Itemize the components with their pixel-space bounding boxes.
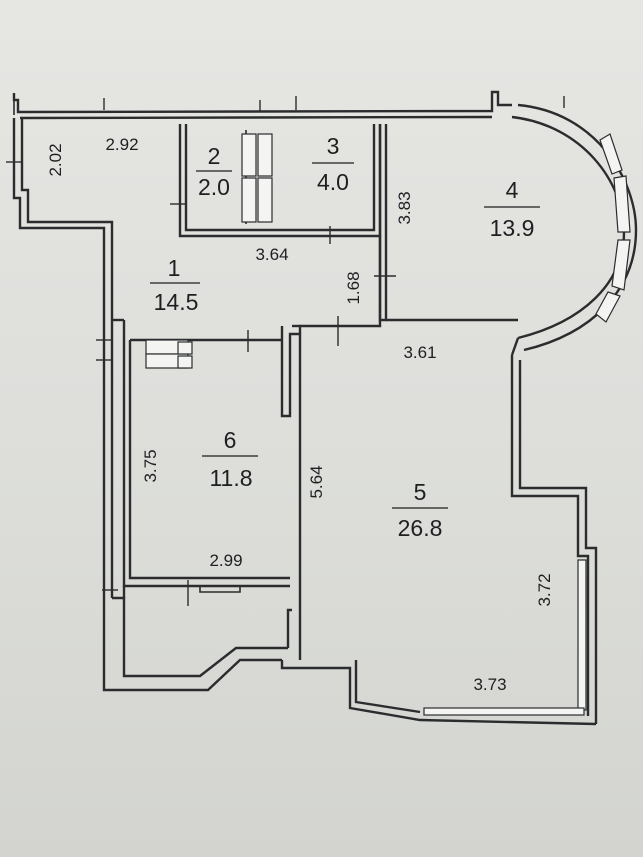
room-label-2: 2 2.0 [196, 143, 232, 200]
wall-markers [6, 96, 565, 606]
room-label-3: 3 4.0 [312, 133, 354, 195]
room-area: 13.9 [490, 215, 535, 241]
dimension-3-72: 3.72 [535, 573, 554, 606]
room-area: 11.8 [209, 465, 252, 491]
dimension-5-64: 5.64 [307, 465, 326, 498]
dimension-3-64: 3.64 [255, 245, 288, 264]
outer-walls [12, 90, 638, 726]
room-label-6: 6 11.8 [202, 427, 258, 491]
closet-units [145, 133, 273, 369]
room-area: 26.8 [398, 515, 443, 541]
room-number: 6 [224, 427, 237, 453]
room-label-1: 1 14.5 [150, 255, 200, 315]
room-number: 4 [506, 177, 519, 203]
dimension-labels: 2.02 2.92 3.64 1.68 3.83 3.61 3.75 5.64 … [46, 135, 554, 694]
bay-window-room-4 [595, 133, 631, 323]
room-number: 5 [414, 479, 427, 505]
dimension-3-83: 3.83 [395, 191, 414, 224]
room-area: 4.0 [317, 169, 349, 195]
room-label-5: 5 26.8 [392, 479, 448, 541]
window-room-5-bottom [423, 707, 585, 716]
dimension-2-99: 2.99 [209, 551, 242, 570]
interior-walls [112, 124, 518, 660]
dimension-1-68: 1.68 [344, 271, 363, 304]
room-area: 2.0 [198, 174, 230, 200]
dimension-3-73: 3.73 [473, 675, 506, 694]
dimension-2-02: 2.02 [46, 143, 65, 176]
window-room-5-right [577, 559, 587, 711]
dimension-2-92: 2.92 [105, 135, 138, 154]
room-number: 1 [168, 255, 181, 281]
dimension-3-61: 3.61 [403, 343, 436, 362]
room-area: 14.5 [154, 289, 199, 315]
room-number: 3 [327, 133, 340, 159]
room-label-4: 4 13.9 [484, 177, 540, 241]
room-number: 2 [208, 143, 221, 169]
dimension-3-75: 3.75 [141, 449, 160, 482]
